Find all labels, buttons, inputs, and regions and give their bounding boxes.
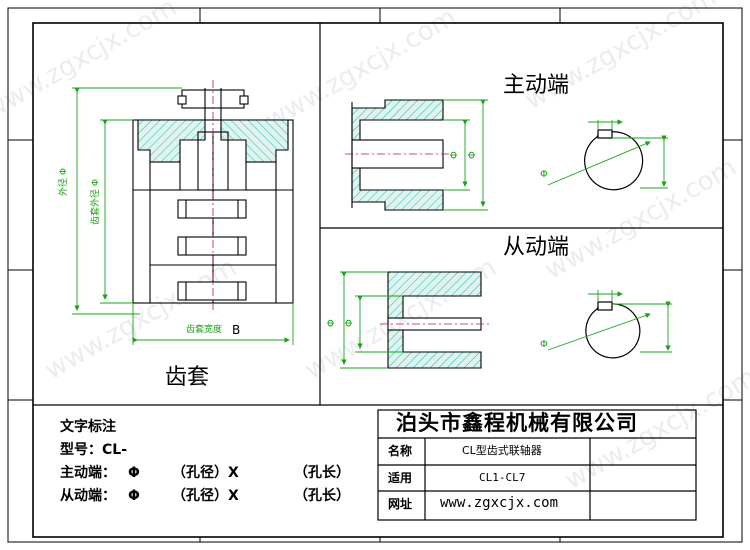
driving-end-label: 主动端： (60, 465, 116, 481)
annotation-heading: 文字标注 (60, 419, 116, 435)
title-row-url-label: 网址 (388, 497, 413, 511)
driven-phi: Φ (128, 488, 140, 504)
driving-phi: Φ (128, 465, 140, 481)
inner-frame (32, 22, 724, 538)
phi-label: Φ (448, 151, 460, 159)
phi-label: Φ (325, 319, 337, 327)
sleeve-diameter-label: 齿套外径 Φ (91, 179, 101, 225)
driven-bore-dia: （孔径）X (172, 488, 239, 504)
driving-end-title: 主动端 (503, 73, 570, 98)
driven-end-view (585, 301, 641, 359)
driving-bore-dia: （孔径）X (172, 465, 239, 481)
sleeve-title: 齿套 (165, 365, 210, 390)
sleeve-width-label: 齿套宽度 (186, 325, 223, 335)
outer-frame (7, 7, 743, 543)
title-row-url-value: www.zgxcjx.com (440, 495, 559, 511)
driving-bore-length: （孔长） (294, 465, 350, 481)
title-row-range-value: CL1-CL7 (479, 471, 526, 484)
title-row-name-value: CL型齿式联轴器 (462, 444, 542, 457)
title-row-name-label: 名称 (388, 444, 413, 458)
company-name: 泊头市鑫程机械有限公司 (396, 411, 638, 435)
sleeve-dimensions (72, 87, 294, 345)
phi-label: Φ (540, 169, 548, 180)
driven-bore-length: （孔长） (294, 488, 350, 504)
title-row-range-label: 适用 (388, 471, 413, 485)
sleeve-assembly (132, 80, 294, 310)
driving-end-view (584, 129, 644, 191)
driving-end-section (345, 99, 450, 211)
dimension-B-label: B (232, 323, 241, 337)
phi-label: Φ (466, 151, 478, 159)
phi-label: Φ (540, 339, 548, 350)
title-block (377, 409, 697, 521)
driven-end-label: 从动端： (60, 488, 116, 504)
driven-end-title: 从动端 (503, 235, 570, 260)
outer-diameter-label: 外径 Φ (59, 168, 69, 196)
phi-label: Φ (343, 319, 355, 327)
model-line: 型号：CL- (60, 442, 128, 458)
driven-end-section (380, 271, 490, 369)
